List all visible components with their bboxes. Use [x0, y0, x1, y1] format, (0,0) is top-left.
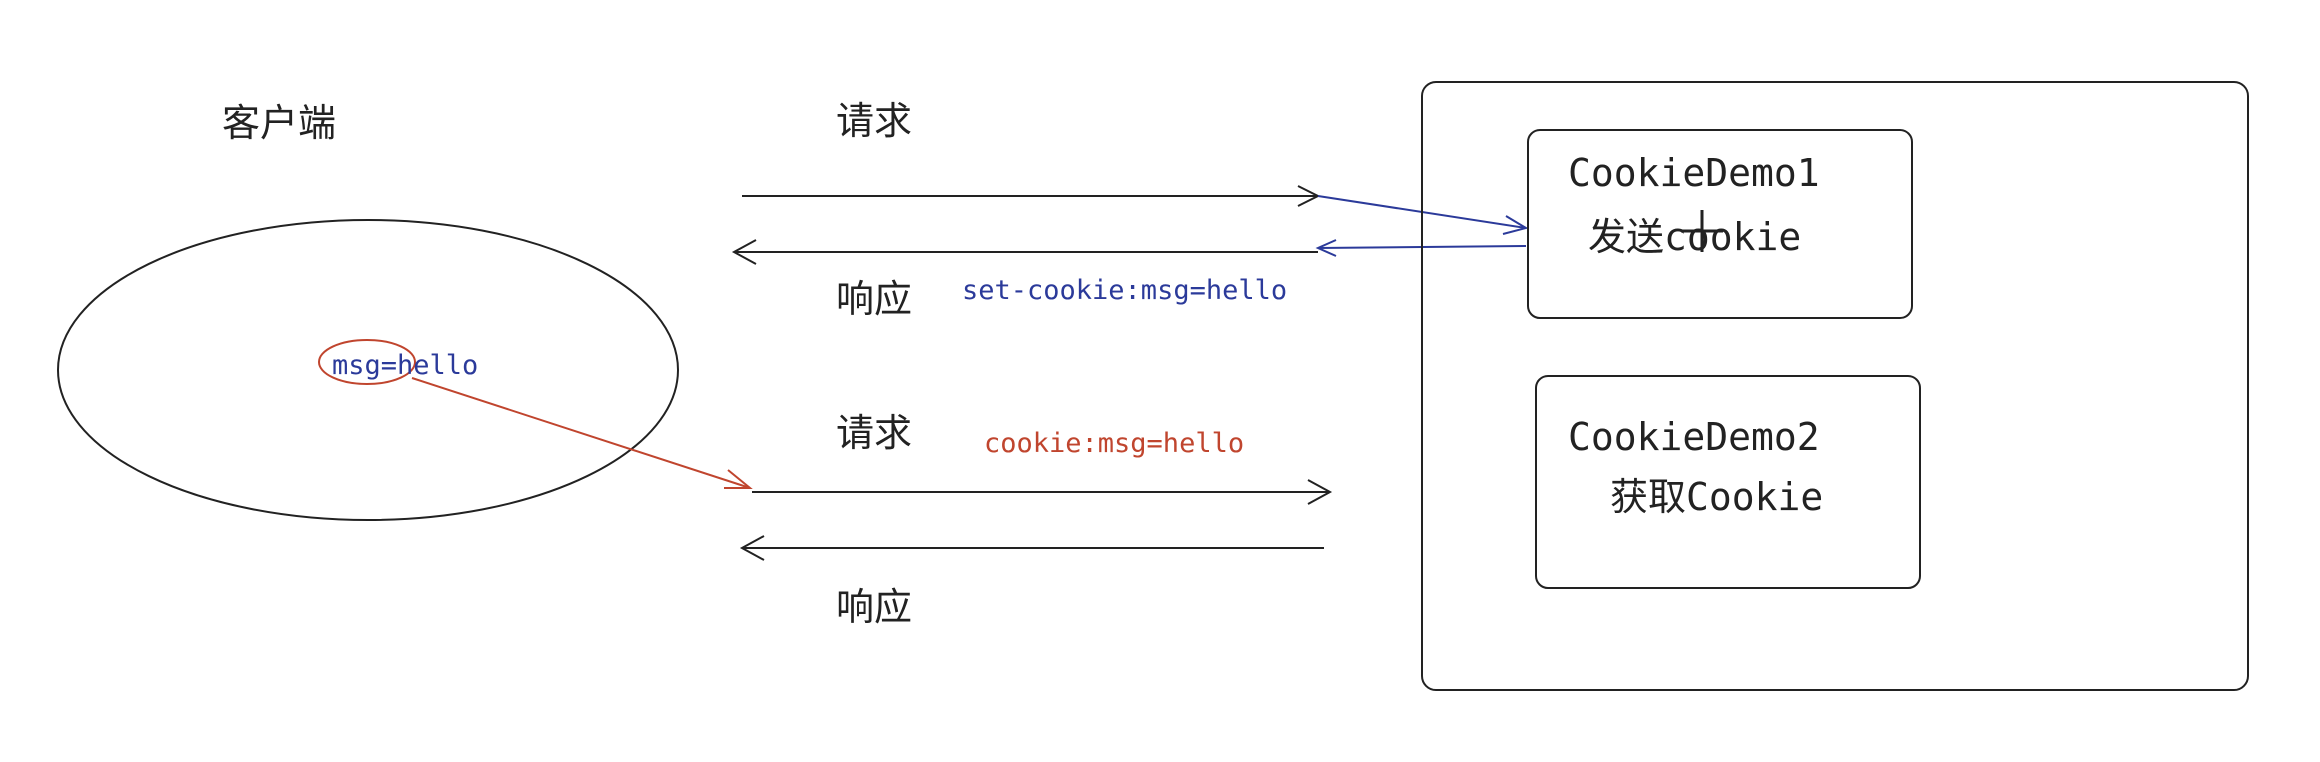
servlet-box-cookiedemo1 [1527, 129, 1913, 319]
request-arrow-1 [742, 185, 1321, 207]
stored-cookie-highlight [318, 339, 416, 385]
servlet-box-cookiedemo2 [1535, 375, 1921, 589]
mouse-cursor-icon [1681, 210, 1723, 252]
response-label-1: 响应 [836, 277, 912, 321]
cookie-reuse-arrow [411, 377, 753, 489]
servlet-2-name: CookieDemo2 [1568, 415, 1820, 459]
request-arrow-2 [752, 479, 1333, 505]
server-box [1421, 81, 2249, 691]
request-label-2: 请求 [836, 411, 912, 455]
servlet-1-action: 发送cookie [1588, 215, 1801, 259]
response-arrow-1 [731, 239, 1318, 265]
request-label-1: 请求 [836, 99, 912, 143]
response-arrow-2 [739, 535, 1324, 561]
client-title: 客户端 [222, 101, 336, 145]
set-cookie-header: set-cookie:msg=hello [962, 275, 1287, 306]
client-ellipse [57, 219, 679, 521]
response-label-2: 响应 [836, 585, 912, 629]
servlet-2-action: 获取Cookie [1610, 475, 1823, 519]
cookie-header: cookie:msg=hello [984, 428, 1244, 459]
servlet-1-name: CookieDemo1 [1568, 151, 1820, 195]
stored-cookie-text: msg=hello [332, 350, 478, 381]
